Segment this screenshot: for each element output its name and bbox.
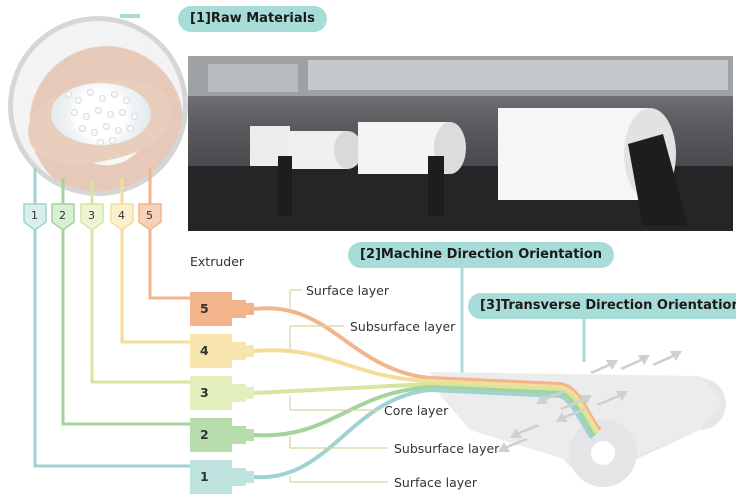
extruders — [190, 292, 254, 494]
pellet — [111, 91, 118, 98]
extruder-3 — [190, 376, 254, 410]
orientation-machine-photo — [188, 56, 733, 231]
feed-tag-label-4: 4 — [118, 209, 125, 222]
layer-flows — [253, 306, 602, 480]
extruder-5 — [190, 292, 254, 326]
raw-materials-title: [1]Raw Materials — [178, 6, 327, 32]
pellet — [99, 95, 106, 102]
pellet — [123, 97, 130, 104]
extruder-number-4: 4 — [200, 343, 209, 358]
extruder-1 — [190, 460, 254, 494]
pellet — [119, 109, 126, 116]
pellet — [91, 129, 98, 136]
feed-tag-label-5: 5 — [146, 209, 153, 222]
pellet — [71, 109, 78, 116]
pellet — [87, 89, 94, 96]
extruder-number-2: 2 — [200, 427, 209, 442]
pellet — [131, 113, 138, 120]
arrow — [560, 395, 592, 410]
arrow — [590, 360, 618, 374]
feed-tag-3 — [80, 203, 104, 231]
arrow — [620, 355, 650, 370]
tdo-title: [3]Transverse Direction Orientation — [468, 293, 736, 319]
feed-tag-label-2: 2 — [59, 209, 66, 222]
pellet — [65, 91, 72, 98]
pellet — [79, 125, 86, 132]
feed-tags — [23, 203, 162, 231]
core-layer-label: Core layer — [384, 403, 449, 418]
feed-tag-4 — [110, 203, 134, 231]
extruder-number-5: 5 — [200, 301, 209, 316]
surface-layer-bottom-label: Surface layer — [394, 475, 477, 490]
pellet — [103, 123, 110, 130]
raw-materials-photo — [8, 16, 188, 196]
pellet — [75, 97, 82, 104]
pellet — [107, 111, 114, 118]
feed-tag-label-3: 3 — [88, 209, 95, 222]
pellet — [95, 107, 102, 114]
arrow — [498, 438, 528, 452]
mdo-title: [2]Machine Direction Orientation — [348, 242, 615, 268]
pellet — [83, 113, 90, 120]
feed-tag-5 — [138, 203, 162, 231]
pellet — [109, 137, 116, 144]
extruder-4 — [190, 334, 254, 368]
extruder-number-3: 3 — [200, 385, 209, 400]
extruder-2 — [190, 418, 254, 452]
machine-drawing — [188, 56, 733, 231]
arrow — [536, 390, 566, 404]
arrow — [556, 408, 586, 422]
stretch-arrows — [498, 351, 682, 452]
feed-tag-label-1: 1 — [31, 209, 38, 222]
arrow — [652, 351, 682, 366]
pellet — [97, 139, 104, 146]
arrow — [510, 424, 540, 438]
surface-layer-top-label: Surface layer — [306, 283, 389, 298]
feed-lines — [33, 168, 190, 468]
feed-tag-1 — [23, 203, 47, 231]
arrow — [596, 391, 628, 406]
subsurface-layer-bottom-label: Subsurface layer — [394, 441, 500, 456]
feed-tag-2 — [51, 203, 75, 231]
extruder-number-1: 1 — [200, 469, 209, 484]
extruder-label: Extruder — [190, 254, 245, 269]
pellet — [127, 125, 134, 132]
pellet — [115, 127, 122, 134]
label-leaders — [289, 289, 388, 483]
subsurface-layer-top-label: Subsurface layer — [350, 319, 456, 334]
